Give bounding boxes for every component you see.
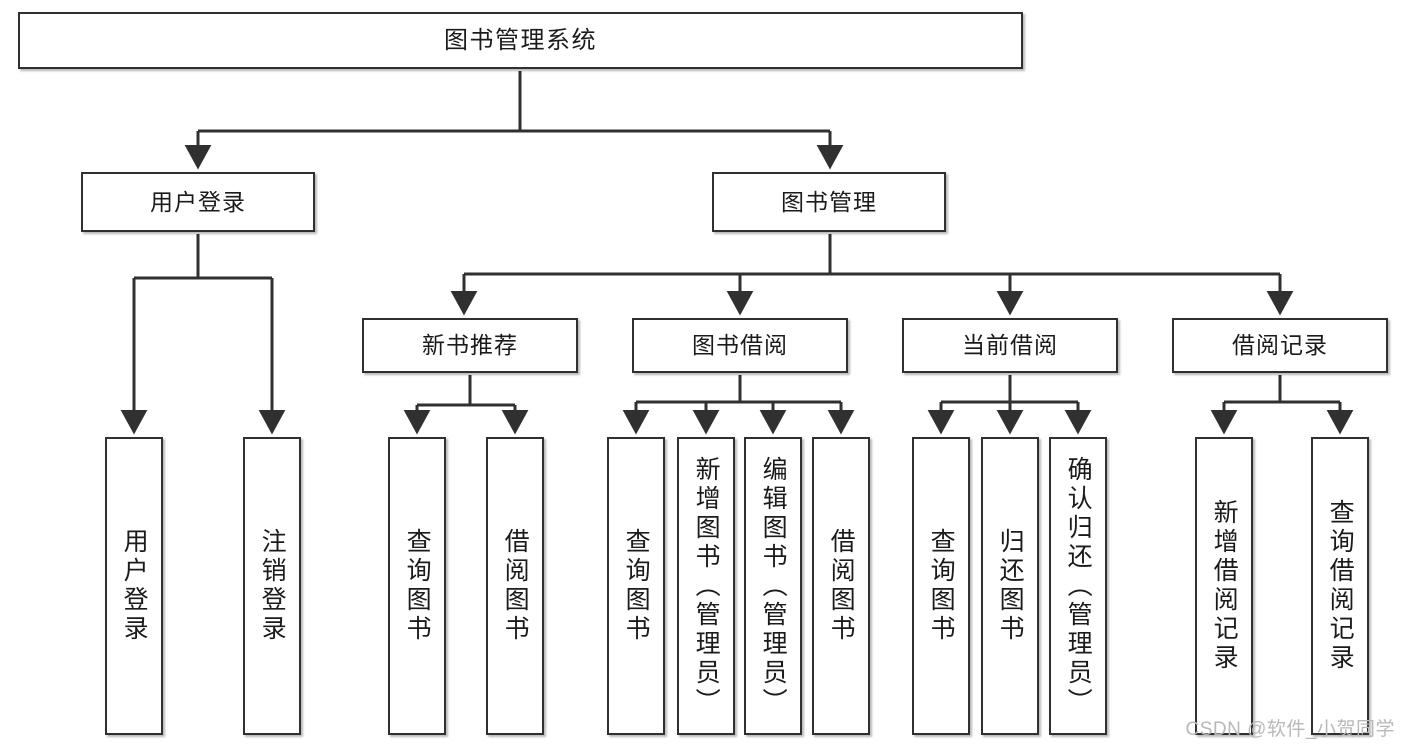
node-label: 借阅图书 (827, 528, 856, 644)
node-label: 新增图书（管理员） (692, 455, 721, 717)
leaf-add-borrow-record[interactable]: 新增借阅记录 (1195, 437, 1253, 735)
leaf-return-book[interactable]: 归还图书 (981, 437, 1039, 735)
node-label: 借阅记录 (1232, 332, 1328, 359)
node-new-book-recommend[interactable]: 新书推荐 (362, 318, 578, 373)
csdn-watermark: CSDN @软件_小贺同学 (1185, 719, 1395, 740)
node-label: 图书借阅 (692, 332, 788, 359)
node-current-borrow[interactable]: 当前借阅 (902, 318, 1118, 373)
leaf-query-book-current[interactable]: 查询图书 (912, 437, 970, 735)
node-label: 查询图书 (403, 528, 432, 644)
node-label: 用户登录 (150, 188, 246, 215)
node-label: 新增借阅记录 (1210, 499, 1239, 673)
node-label: 查询借阅记录 (1326, 499, 1355, 673)
node-label: 当前借阅 (962, 332, 1058, 359)
node-label: 查询图书 (622, 528, 651, 644)
node-label: 新书推荐 (422, 332, 518, 359)
leaf-query-borrow-record[interactable]: 查询借阅记录 (1311, 437, 1369, 735)
leaf-user-login[interactable]: 用户登录 (105, 437, 163, 735)
node-user-login[interactable]: 用户登录 (81, 172, 315, 232)
node-book-borrow[interactable]: 图书借阅 (632, 318, 848, 373)
node-label: 用户登录 (120, 528, 149, 644)
node-label: 借阅图书 (501, 528, 530, 644)
leaf-add-book-admin[interactable]: 新增图书（管理员） (677, 437, 735, 735)
node-label: 图书管理 (781, 188, 877, 215)
leaf-borrow-book-recommend[interactable]: 借阅图书 (486, 437, 544, 735)
node-book-management[interactable]: 图书管理 (712, 172, 946, 232)
node-label: 确认归还（管理员） (1064, 455, 1093, 717)
leaf-confirm-return-admin[interactable]: 确认归还（管理员） (1049, 437, 1107, 735)
node-label: 图书管理系统 (444, 26, 597, 54)
leaf-borrow-book[interactable]: 借阅图书 (812, 437, 870, 735)
node-borrow-record[interactable]: 借阅记录 (1172, 318, 1388, 373)
node-label: 归还图书 (996, 528, 1025, 644)
leaf-query-book-borrow[interactable]: 查询图书 (607, 437, 665, 735)
leaf-query-book-recommend[interactable]: 查询图书 (388, 437, 446, 735)
node-label: 查询图书 (927, 528, 956, 644)
node-root-system[interactable]: 图书管理系统 (18, 12, 1023, 69)
leaf-user-logout[interactable]: 注销登录 (243, 437, 301, 735)
node-label: 注销登录 (258, 528, 287, 644)
leaf-edit-book-admin[interactable]: 编辑图书（管理员） (744, 437, 802, 735)
node-label: 编辑图书（管理员） (759, 455, 788, 717)
